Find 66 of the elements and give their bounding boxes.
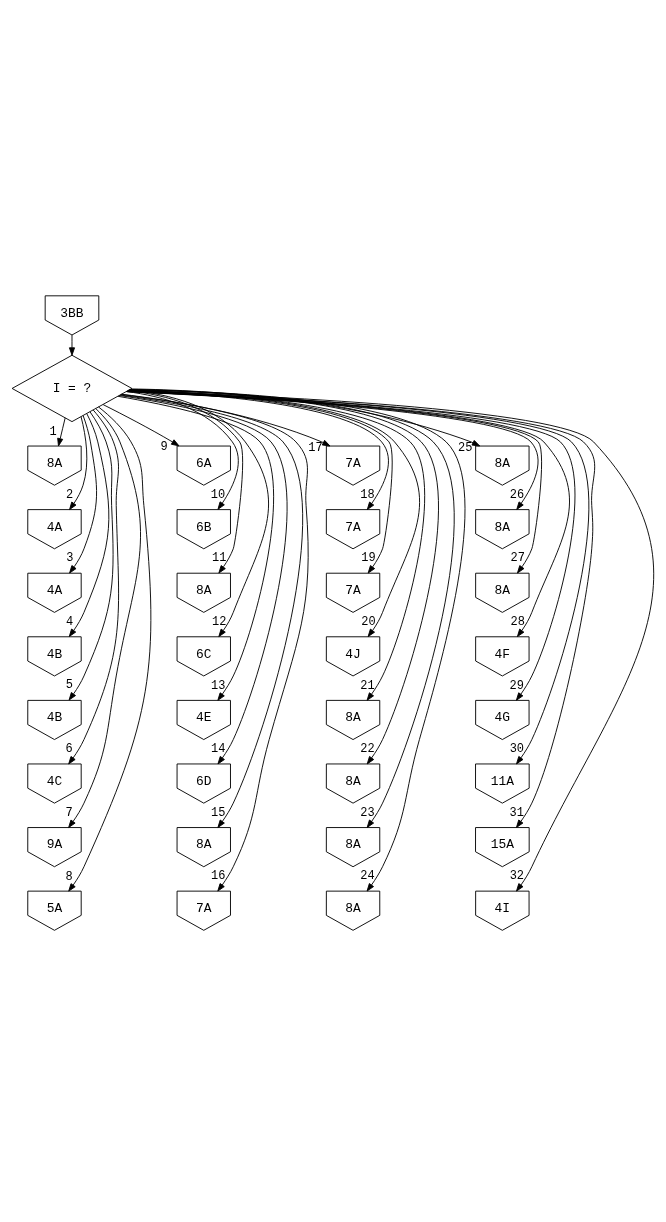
arrow (126, 390, 596, 828)
arrow (68, 408, 141, 828)
arrow (126, 391, 543, 574)
arrow (117, 395, 274, 701)
arrow (68, 411, 114, 701)
edge-label: 1 (49, 425, 57, 440)
arrow (102, 404, 180, 447)
edge-label: 24 (360, 869, 375, 884)
edge-label: 19 (361, 551, 376, 566)
arrow (129, 389, 439, 765)
arrow (128, 389, 425, 701)
edge-label: 25 (457, 441, 473, 456)
edge-label: 28 (510, 614, 525, 629)
arrow (121, 393, 331, 447)
edge-label: 14 (211, 742, 226, 757)
edge-label: 15 (211, 805, 226, 820)
arrow (127, 390, 244, 574)
arrow (68, 409, 120, 765)
arrow (127, 390, 655, 892)
edge-label: 11 (212, 551, 227, 566)
edge-label: 10 (210, 487, 226, 502)
edge-label: 22 (360, 742, 375, 757)
edge-label: 29 (509, 678, 524, 693)
edge-label: 6 (65, 742, 73, 757)
node-diamond: I = ? (11, 354, 133, 423)
arrow (129, 389, 455, 828)
arrow (127, 390, 389, 510)
arrow (128, 389, 393, 574)
arrow (69, 416, 88, 510)
arrow (126, 391, 570, 638)
arrow (118, 395, 288, 765)
edge-label: 3 (66, 551, 74, 566)
edge-label: 31 (509, 805, 524, 820)
edge-label: 30 (509, 742, 525, 757)
arrow (126, 390, 590, 765)
edge-label: 26 (509, 487, 525, 502)
edge-label: 13 (211, 678, 226, 693)
edge-label: 9 (160, 439, 168, 454)
edge-label: 23 (360, 805, 375, 820)
edge-label: 17 (308, 441, 323, 456)
arrow (128, 389, 269, 638)
arrow (126, 391, 239, 510)
arrow (126, 391, 576, 701)
arrow (128, 389, 420, 638)
arrow (119, 394, 304, 828)
edge-label: 7 (65, 805, 73, 820)
arrow (120, 394, 309, 892)
arrow (68, 406, 152, 892)
arrow (126, 391, 539, 510)
edge-label: 2 (66, 487, 74, 502)
edge-label: 5 (65, 678, 73, 693)
edge-label: 27 (510, 551, 525, 566)
arrow (69, 415, 97, 574)
arrow (130, 388, 481, 447)
edge-label: 16 (210, 869, 226, 884)
arrow (68, 413, 110, 637)
edge-label: 8 (65, 869, 73, 884)
edge-label: 32 (509, 869, 525, 884)
arrow (68, 334, 76, 356)
edge-label: 4 (66, 614, 74, 629)
arrow (57, 417, 66, 447)
edge-label: 21 (360, 678, 375, 693)
edge-label: 18 (360, 487, 375, 502)
arrow (129, 389, 466, 892)
edge-label: 12 (211, 614, 227, 629)
edge-label: 20 (361, 614, 376, 629)
